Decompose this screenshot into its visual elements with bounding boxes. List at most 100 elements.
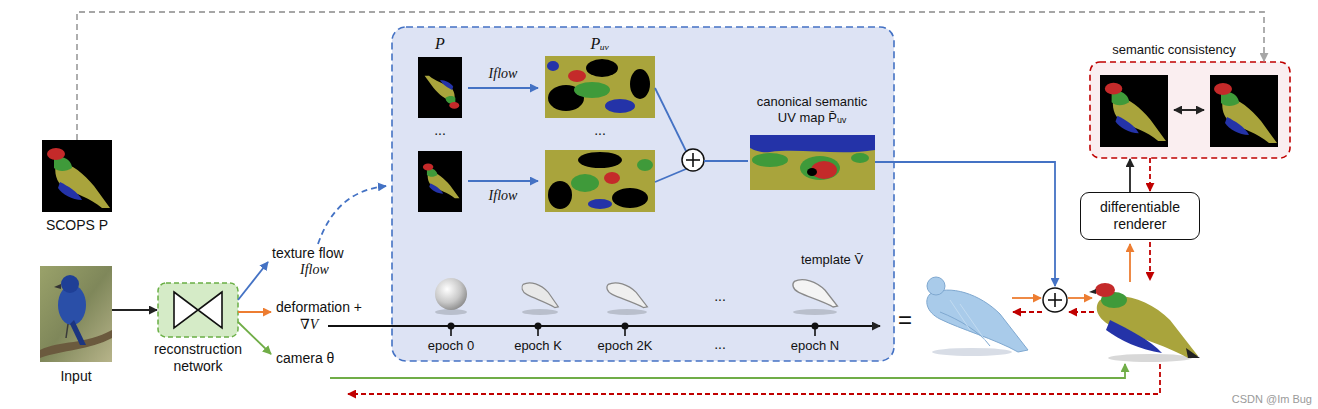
- timeline: [812, 323, 819, 330]
- merge-symbol: [655, 88, 686, 151]
- textured-bird: [1108, 354, 1192, 362]
- box-label: differentiable renderer: [1087, 199, 1193, 233]
- render-arrows: [1130, 242, 1150, 282]
- box-caption: reconstruction network: [146, 341, 250, 375]
- output-label: deformation +: [276, 299, 362, 316]
- watermark: CSDN @Im Bug: [1232, 393, 1312, 406]
- template-shapes: [793, 280, 838, 307]
- epoch-label: epoch N: [791, 338, 839, 354]
- render-arrows: [1149, 242, 1151, 280]
- uv-images: [588, 199, 612, 209]
- flow-arrows: [468, 87, 538, 89]
- pipeline-panel: [392, 27, 894, 361]
- uv-images: [586, 59, 618, 77]
- template-shapes: [607, 309, 647, 315]
- part-images: [418, 57, 462, 212]
- connector-arrow: [77, 12, 1264, 140]
- output-arrows: [238, 311, 271, 313]
- combine-arrows: [1013, 311, 1042, 313]
- timeline: [328, 323, 880, 337]
- camera-lines: [330, 364, 1160, 394]
- uv-images: [637, 159, 653, 171]
- uv-images: [545, 150, 655, 212]
- network-box: [158, 283, 238, 337]
- math-symbol: ∇V: [300, 317, 318, 334]
- flow-label: Iflow: [489, 66, 518, 83]
- timeline: [622, 323, 629, 330]
- image-panel: Input: [40, 266, 112, 362]
- part-images: [418, 151, 462, 212]
- consistency-box: [1090, 62, 1290, 158]
- consistency-box: [1214, 83, 1277, 143]
- template-shapes: [793, 309, 837, 315]
- mesh-bird: [932, 348, 1012, 356]
- uv-map: [800, 156, 840, 180]
- network-box: reconstruction network: [158, 283, 238, 337]
- uv-images: [604, 172, 620, 184]
- template-shapes: [522, 309, 558, 315]
- uv-images: [578, 152, 622, 168]
- consistency-box: [1090, 62, 1290, 158]
- uv-images: [571, 174, 599, 192]
- template-shapes: [607, 283, 647, 308]
- mesh-bird: [927, 290, 1028, 352]
- group-heading: semantic consistency: [1112, 42, 1236, 58]
- consistency-box: [1174, 109, 1204, 111]
- timeline: [535, 323, 542, 330]
- math-symbol: Pᵤᵥ: [591, 34, 610, 53]
- merge-symbol: [655, 169, 686, 182]
- input-photo: [40, 266, 112, 362]
- flow-label: Iflow: [489, 188, 518, 205]
- uv-images: [568, 70, 586, 82]
- textured-bird: [1089, 289, 1096, 294]
- connector-arrow: [112, 309, 157, 311]
- output-arrows: [238, 322, 271, 354]
- camera-lines: [330, 364, 1125, 378]
- uv-map: [750, 135, 875, 152]
- consistency-box: [1105, 83, 1166, 141]
- segmentation-image: [42, 140, 112, 212]
- combine-arrows: [1012, 297, 1041, 299]
- uv-images: [630, 69, 650, 99]
- timeline: [448, 323, 455, 330]
- uv-images: [574, 82, 610, 98]
- uv-images: [545, 56, 655, 212]
- mesh-bird: [950, 300, 985, 340]
- output-label: texture flow: [272, 245, 344, 262]
- combine-arrows: [1054, 293, 1056, 307]
- uv-images: [548, 181, 572, 209]
- mesh-bird: [927, 277, 1028, 356]
- textured-bird: [1186, 348, 1200, 358]
- consistency-box: [1100, 75, 1168, 147]
- uv-images: [605, 99, 635, 113]
- mesh-bird: [940, 312, 990, 346]
- combine-arrows: [1012, 288, 1094, 312]
- merge-symbol: [655, 88, 748, 182]
- merge-symbol: [704, 160, 748, 162]
- network-box: [158, 283, 238, 337]
- template-shapes: [522, 283, 558, 308]
- input-photo: [70, 320, 86, 345]
- output-arrows: [238, 262, 268, 300]
- group-box: semantic consistency: [1090, 62, 1290, 158]
- image-caption: Input: [60, 368, 91, 385]
- template-shapes: [435, 278, 467, 310]
- uv-images: [545, 56, 655, 118]
- map-label: canonical semantic UV map P̄ᵤᵥ: [750, 94, 875, 125]
- part-images: [423, 163, 460, 198]
- math-symbol: P: [435, 34, 445, 53]
- math-symbol: Iflow: [300, 262, 329, 279]
- connector-arrow: [1149, 158, 1151, 191]
- timeline: [328, 325, 880, 327]
- ellipsis: ...: [714, 336, 726, 353]
- combine-arrows: [1068, 297, 1092, 299]
- uv-map: [750, 135, 875, 190]
- template-shapes: [435, 278, 837, 315]
- pipeline-panel: [392, 27, 894, 361]
- output-arrows: [238, 186, 386, 354]
- process-box: differentiable renderer: [1080, 192, 1200, 240]
- output-arrows: [318, 186, 386, 244]
- input-photo: [40, 266, 112, 362]
- merge-symbol: [682, 149, 704, 171]
